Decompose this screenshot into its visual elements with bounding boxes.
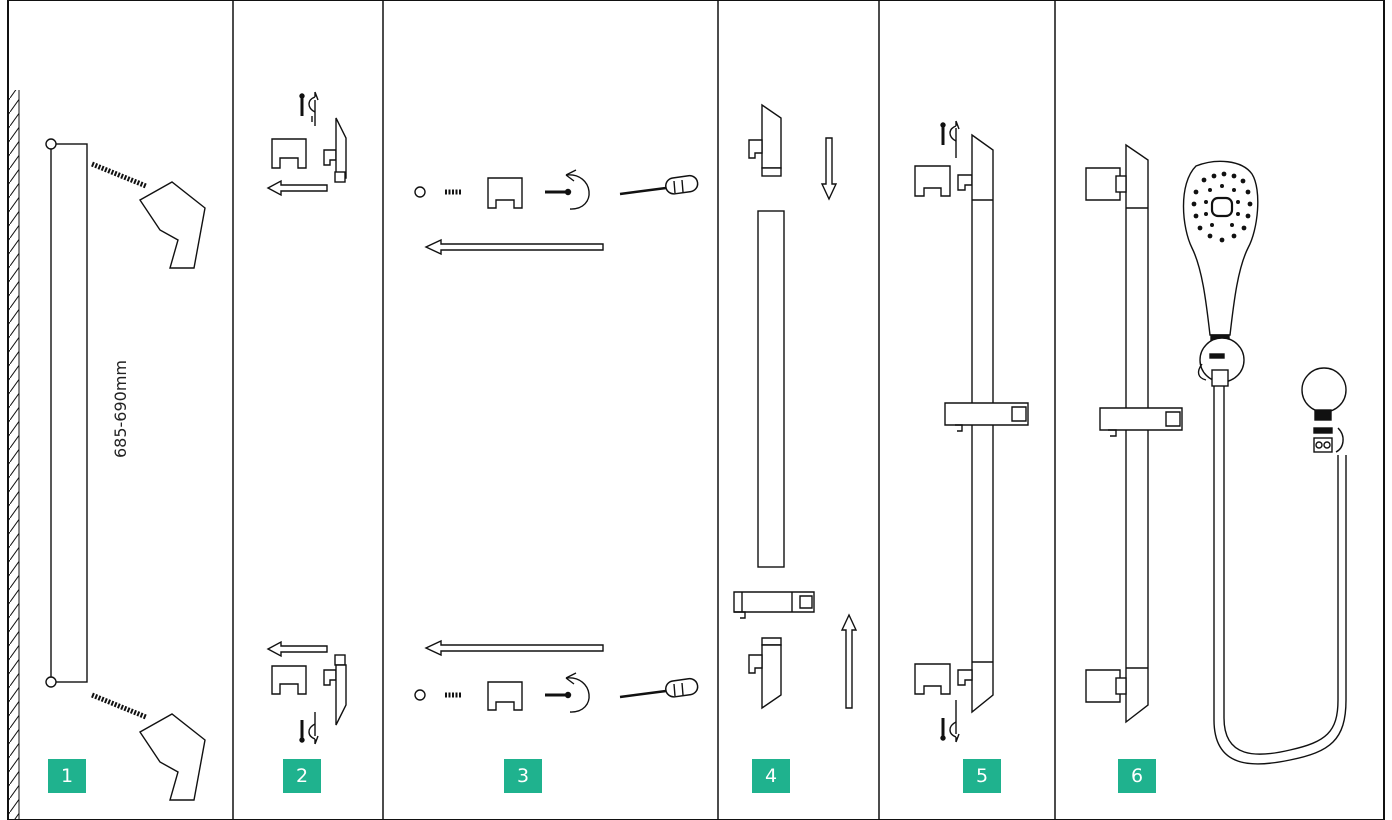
step3-drawing bbox=[414, 169, 700, 713]
step2-drawing bbox=[266, 91, 347, 745]
step-badge-2: 2 bbox=[283, 759, 321, 793]
step-badge-1: 1 bbox=[48, 759, 86, 793]
bar-length-dimension: 685-690mm bbox=[111, 359, 130, 459]
column-dividers bbox=[232, 0, 1056, 820]
shower-head-nozzles bbox=[1191, 171, 1253, 243]
step-badge-6: 6 bbox=[1118, 759, 1156, 793]
step-badge-3: 3 bbox=[504, 759, 542, 793]
step5-drawing bbox=[914, 120, 1029, 743]
wall-hatch bbox=[8, 90, 19, 820]
step-badge-5: 5 bbox=[963, 759, 1001, 793]
step4-drawing bbox=[733, 103, 858, 710]
step1-drawing bbox=[45, 138, 206, 801]
step6-drawing bbox=[1085, 143, 1347, 765]
step-badge-4: 4 bbox=[752, 759, 790, 793]
